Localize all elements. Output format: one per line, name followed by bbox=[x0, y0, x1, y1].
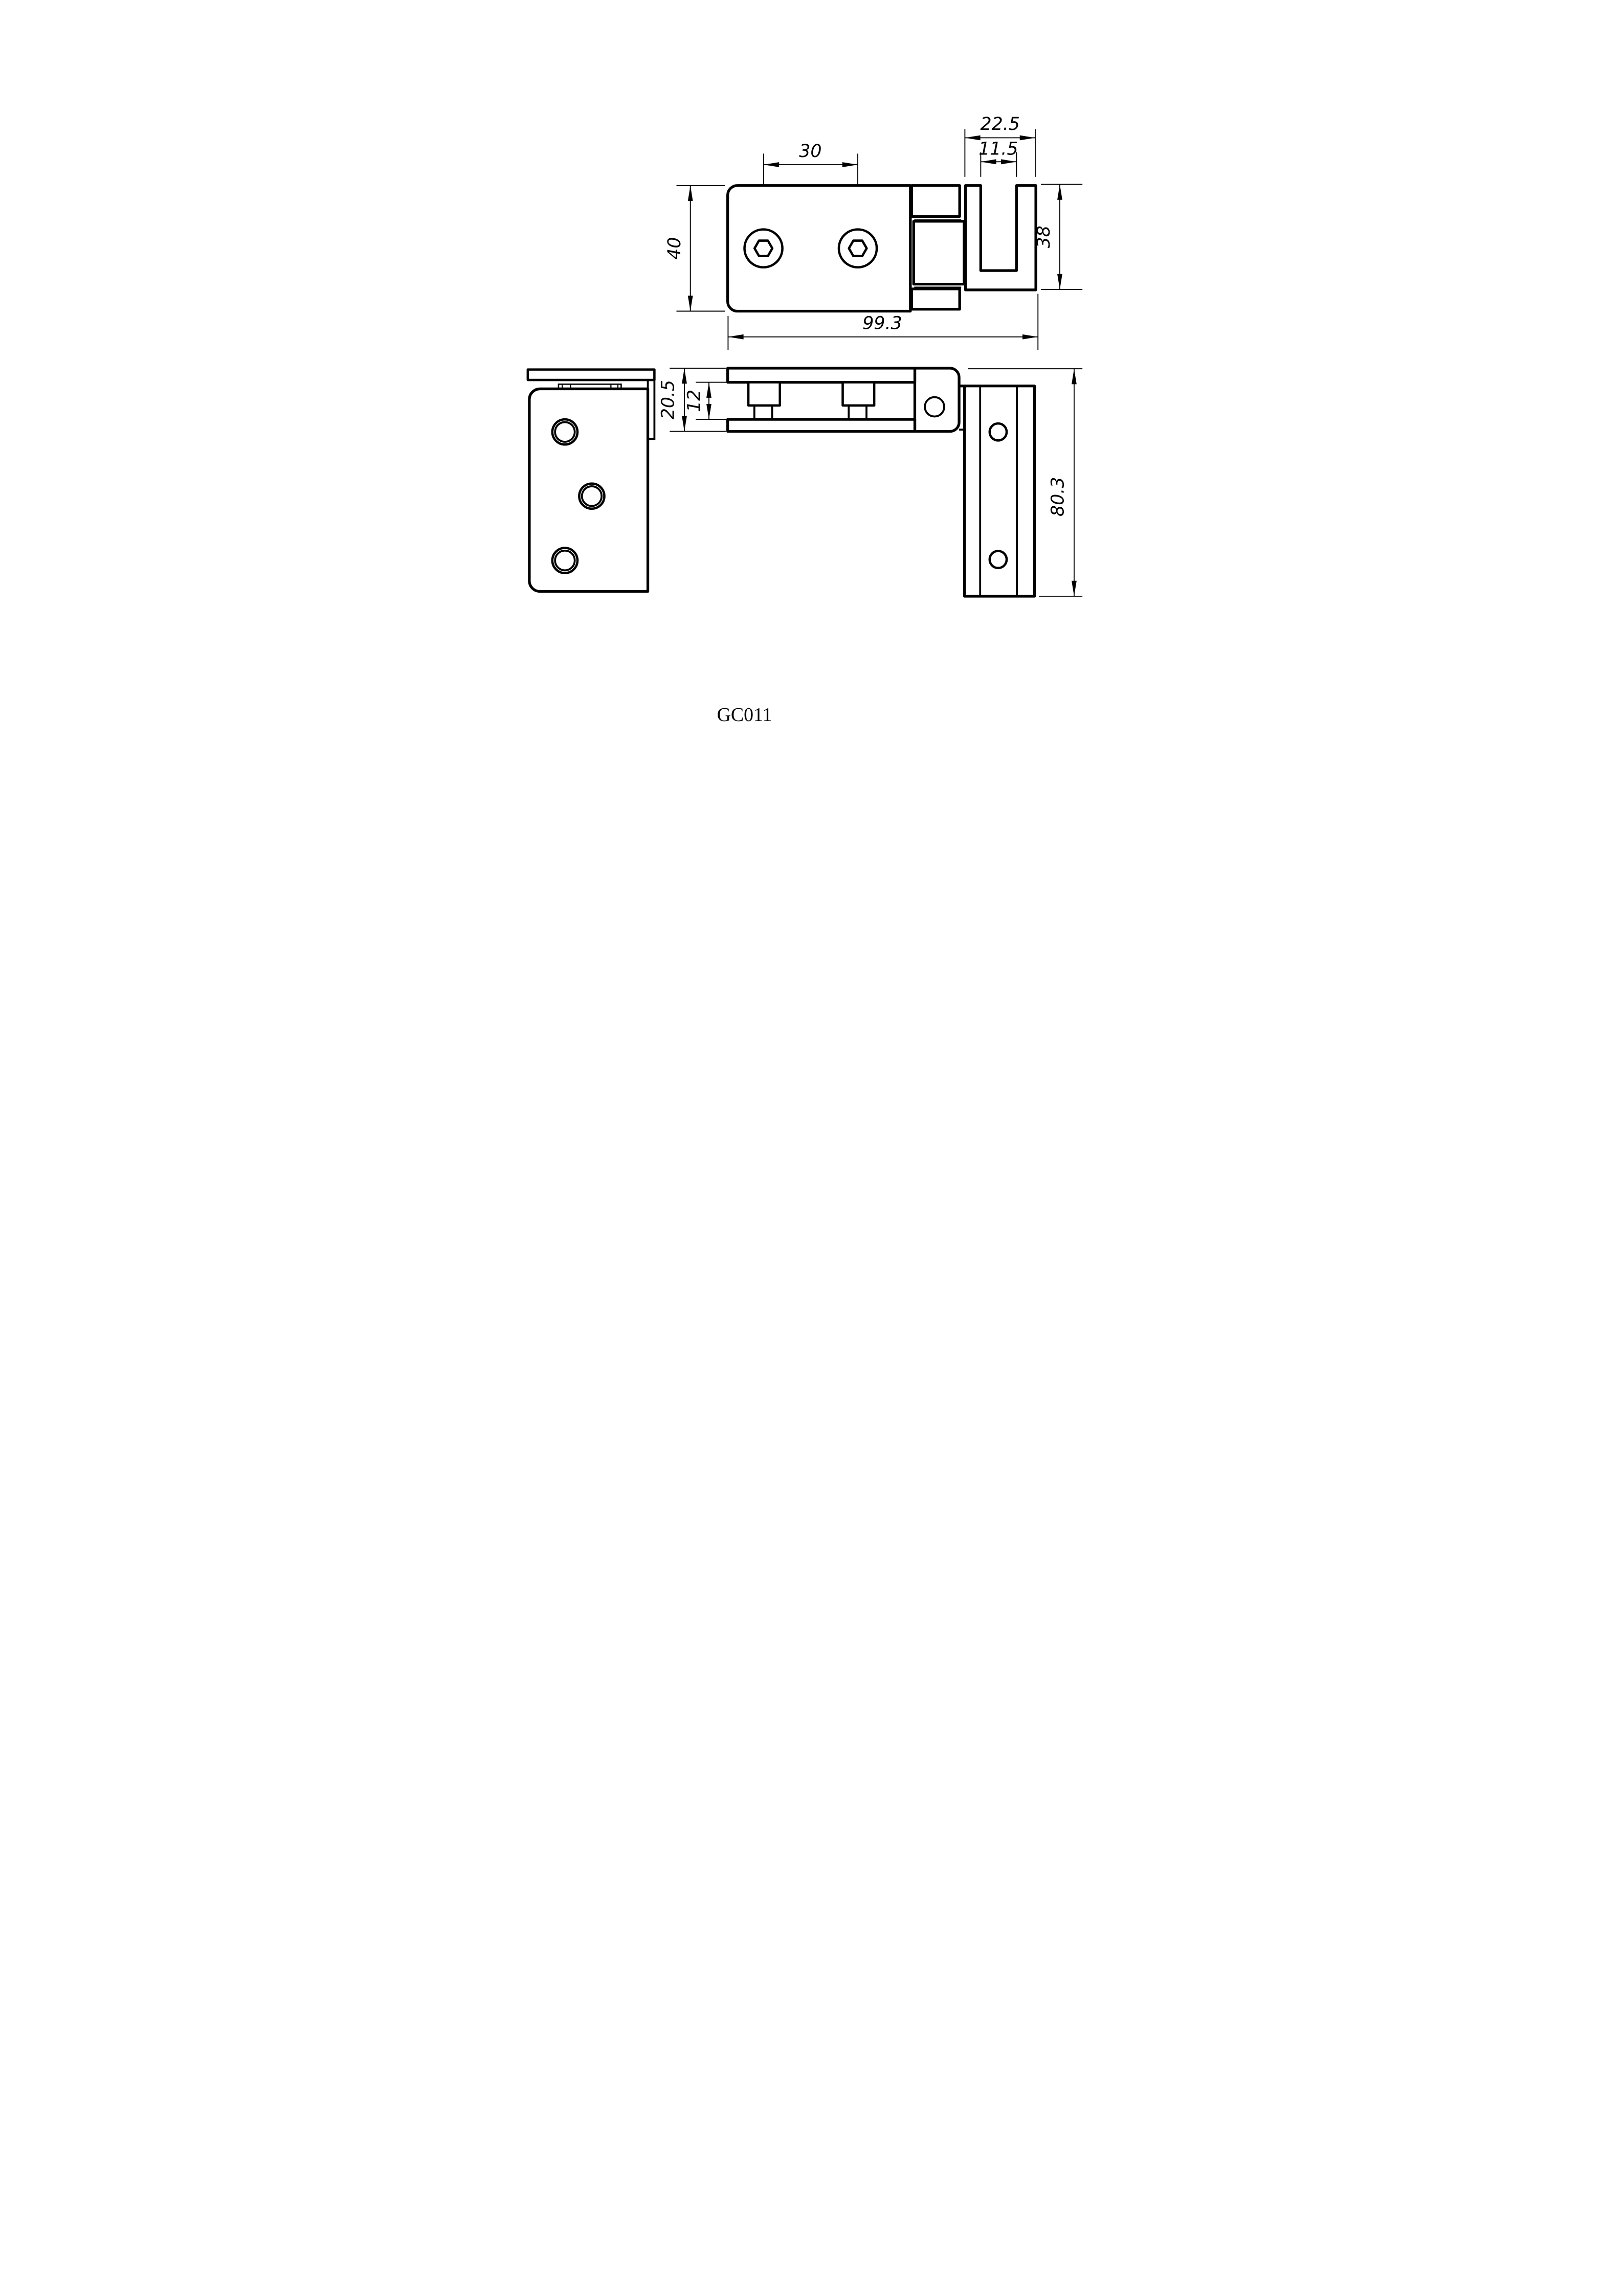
mounting-hole-middle bbox=[577, 482, 606, 510]
arrow-icon bbox=[681, 368, 687, 384]
dim-bracket-height: 80.3 bbox=[967, 368, 1082, 597]
hole-inner bbox=[581, 485, 603, 507]
hole-inner bbox=[553, 421, 576, 443]
arrow-icon bbox=[1071, 369, 1077, 385]
dim-screw-spacing: 30 bbox=[763, 141, 858, 186]
wall-bracket-channel bbox=[964, 184, 1037, 291]
screw-shaft bbox=[847, 404, 867, 421]
hinge-lug-top bbox=[910, 184, 961, 218]
arrow-icon bbox=[964, 135, 981, 141]
mounting-hole-top bbox=[551, 418, 579, 446]
dim-label: 38 bbox=[1033, 226, 1054, 248]
dim-glass-gap: 12 bbox=[684, 381, 727, 420]
arrow-icon bbox=[1057, 274, 1062, 290]
clamp-plate-outline bbox=[726, 184, 911, 313]
arrow-icon bbox=[687, 185, 693, 201]
hole-outer bbox=[577, 482, 606, 510]
top-view bbox=[726, 184, 1037, 313]
technical-drawing: 30 22.5 11.5 40 38 bbox=[505, 0, 1119, 868]
hex-socket-icon bbox=[847, 239, 868, 258]
dim-label: 12 bbox=[684, 390, 704, 412]
hinge-knuckle bbox=[912, 220, 966, 286]
dim-label: 30 bbox=[799, 141, 821, 162]
arm-hole-bottom bbox=[988, 550, 1008, 570]
arrow-icon bbox=[1022, 334, 1038, 340]
pivot-pin bbox=[923, 396, 945, 418]
arrow-icon bbox=[1071, 580, 1077, 596]
arrow-icon bbox=[681, 416, 687, 432]
hex-screw-right bbox=[837, 228, 878, 268]
dim-plate-width: 40 bbox=[664, 185, 725, 312]
dim-total-length: 99.3 bbox=[727, 294, 1038, 350]
arrow-icon bbox=[1057, 184, 1062, 200]
dim-label: 40 bbox=[664, 237, 685, 260]
hex-socket-icon bbox=[753, 239, 773, 258]
arrow-icon bbox=[842, 162, 858, 167]
top-clamp-plate bbox=[726, 367, 916, 384]
arrow-icon bbox=[763, 162, 779, 167]
hex-screw-left bbox=[743, 228, 784, 268]
arrow-icon bbox=[1000, 159, 1016, 165]
hole-inner bbox=[553, 549, 576, 572]
arrow-icon bbox=[706, 382, 711, 398]
left-view bbox=[526, 368, 656, 593]
screw-shaft bbox=[753, 404, 773, 421]
arrow-icon bbox=[706, 403, 711, 420]
side-view bbox=[726, 367, 1036, 598]
screw-body bbox=[841, 381, 875, 407]
hinge-lug-bottom bbox=[910, 287, 961, 311]
mounting-hole-bottom bbox=[551, 547, 579, 574]
dim-bracket-slot-width: 11.5 bbox=[978, 139, 1018, 177]
arrow-icon bbox=[687, 296, 693, 311]
arrow-icon bbox=[1019, 135, 1035, 141]
dim-bracket-outer-width: 22.5 bbox=[964, 114, 1036, 177]
knuckle-edge-step bbox=[648, 380, 655, 440]
arrow-icon bbox=[727, 334, 744, 340]
dim-label: 11.5 bbox=[978, 139, 1018, 159]
hole-outer bbox=[551, 547, 579, 574]
dim-bracket-depth: 38 bbox=[1033, 184, 1082, 290]
dim-label: 22.5 bbox=[980, 114, 1019, 134]
plate-edge-flange bbox=[526, 368, 656, 381]
dim-label: 20.5 bbox=[658, 380, 678, 419]
screw-body bbox=[747, 381, 781, 407]
bottom-clamp-plate bbox=[726, 418, 916, 433]
knuckle-lobe bbox=[913, 367, 961, 433]
part-number-label: GC011 bbox=[717, 704, 772, 726]
dim-label: 99.3 bbox=[862, 313, 902, 333]
drawing-sheet: 30 22.5 11.5 40 38 bbox=[505, 0, 1119, 868]
dim-label: 80.3 bbox=[1048, 477, 1068, 516]
arrow-icon bbox=[980, 159, 996, 165]
arm-hole-top bbox=[988, 422, 1008, 442]
dim-clamp-thickness: 20.5 bbox=[658, 368, 726, 432]
hole-outer bbox=[551, 418, 579, 446]
